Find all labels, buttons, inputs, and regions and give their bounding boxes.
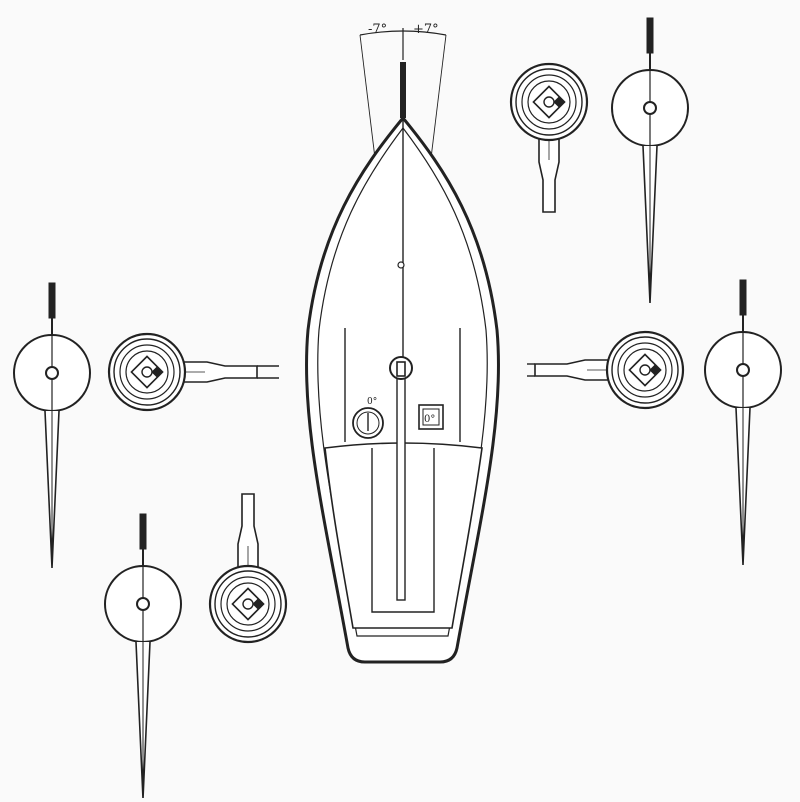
display-label: 0°	[424, 414, 435, 425]
sailboat-hull	[305, 62, 500, 664]
angle-label-left: -7°	[368, 22, 387, 37]
wind-vane-icon	[13, 282, 91, 569]
compass-label: 0°	[367, 397, 377, 407]
sensor-unit-icon	[208, 493, 288, 644]
angle-label-right: +7°	[413, 22, 439, 37]
wind-vane-icon	[704, 279, 782, 566]
digital-display-icon: 0°	[418, 404, 444, 430]
wind-vane-icon	[611, 17, 689, 304]
sensor-unit-icon	[107, 332, 258, 412]
wind-vane-icon	[104, 513, 182, 800]
sensor-unit-icon	[534, 330, 685, 410]
sensor-unit-icon	[509, 62, 589, 213]
compass-icon: 0°	[352, 397, 384, 439]
